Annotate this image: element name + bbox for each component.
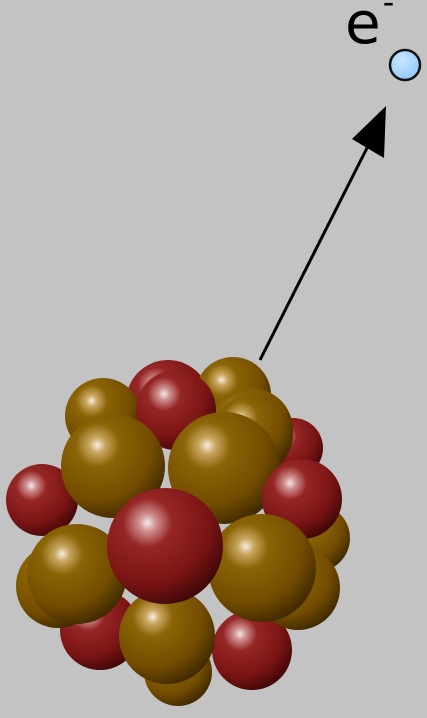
electron-charge: - [383,0,395,21]
emission-arrow [260,106,386,360]
electron-label: e- [345,0,394,52]
electron-symbol: e [345,0,381,57]
nucleon-proton [107,488,223,604]
nucleus [6,357,350,706]
nucleon-neutron [208,514,316,622]
electron-icon [390,50,420,80]
